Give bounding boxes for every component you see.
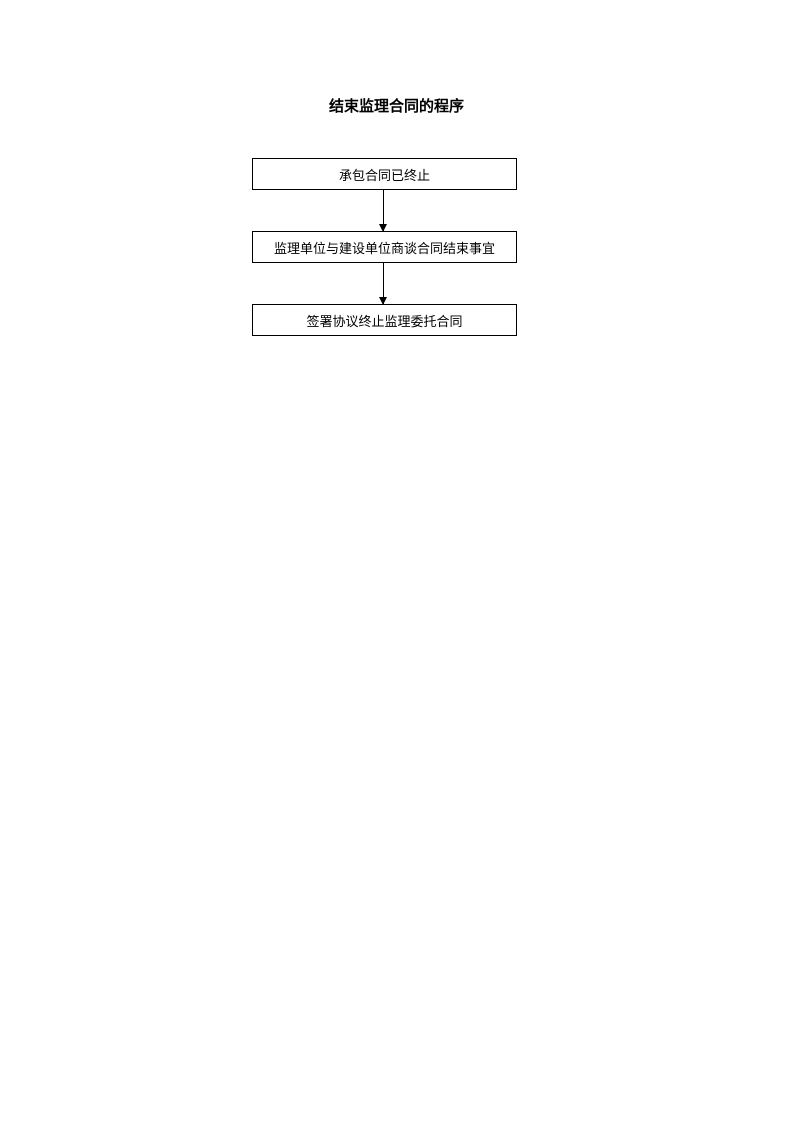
flow-step-contract-terminated: 承包合同已终止	[252, 158, 517, 190]
arrow-down-icon	[379, 263, 387, 305]
arrow-down-icon	[379, 190, 387, 232]
flow-step-label: 监理单位与建设单位商谈合同结束事宜	[273, 241, 495, 257]
flow-step-sign-termination-agreement: 签署协议终止监理委托合同	[252, 304, 517, 336]
flow-step-negotiate-closing: 监理单位与建设单位商谈合同结束事宜	[252, 231, 517, 263]
flow-step-label: 签署协议终止监理委托合同	[306, 314, 463, 330]
page-title: 结束监理合同的程序	[328, 97, 464, 115]
flow-step-label: 承包合同已终止	[338, 168, 430, 184]
